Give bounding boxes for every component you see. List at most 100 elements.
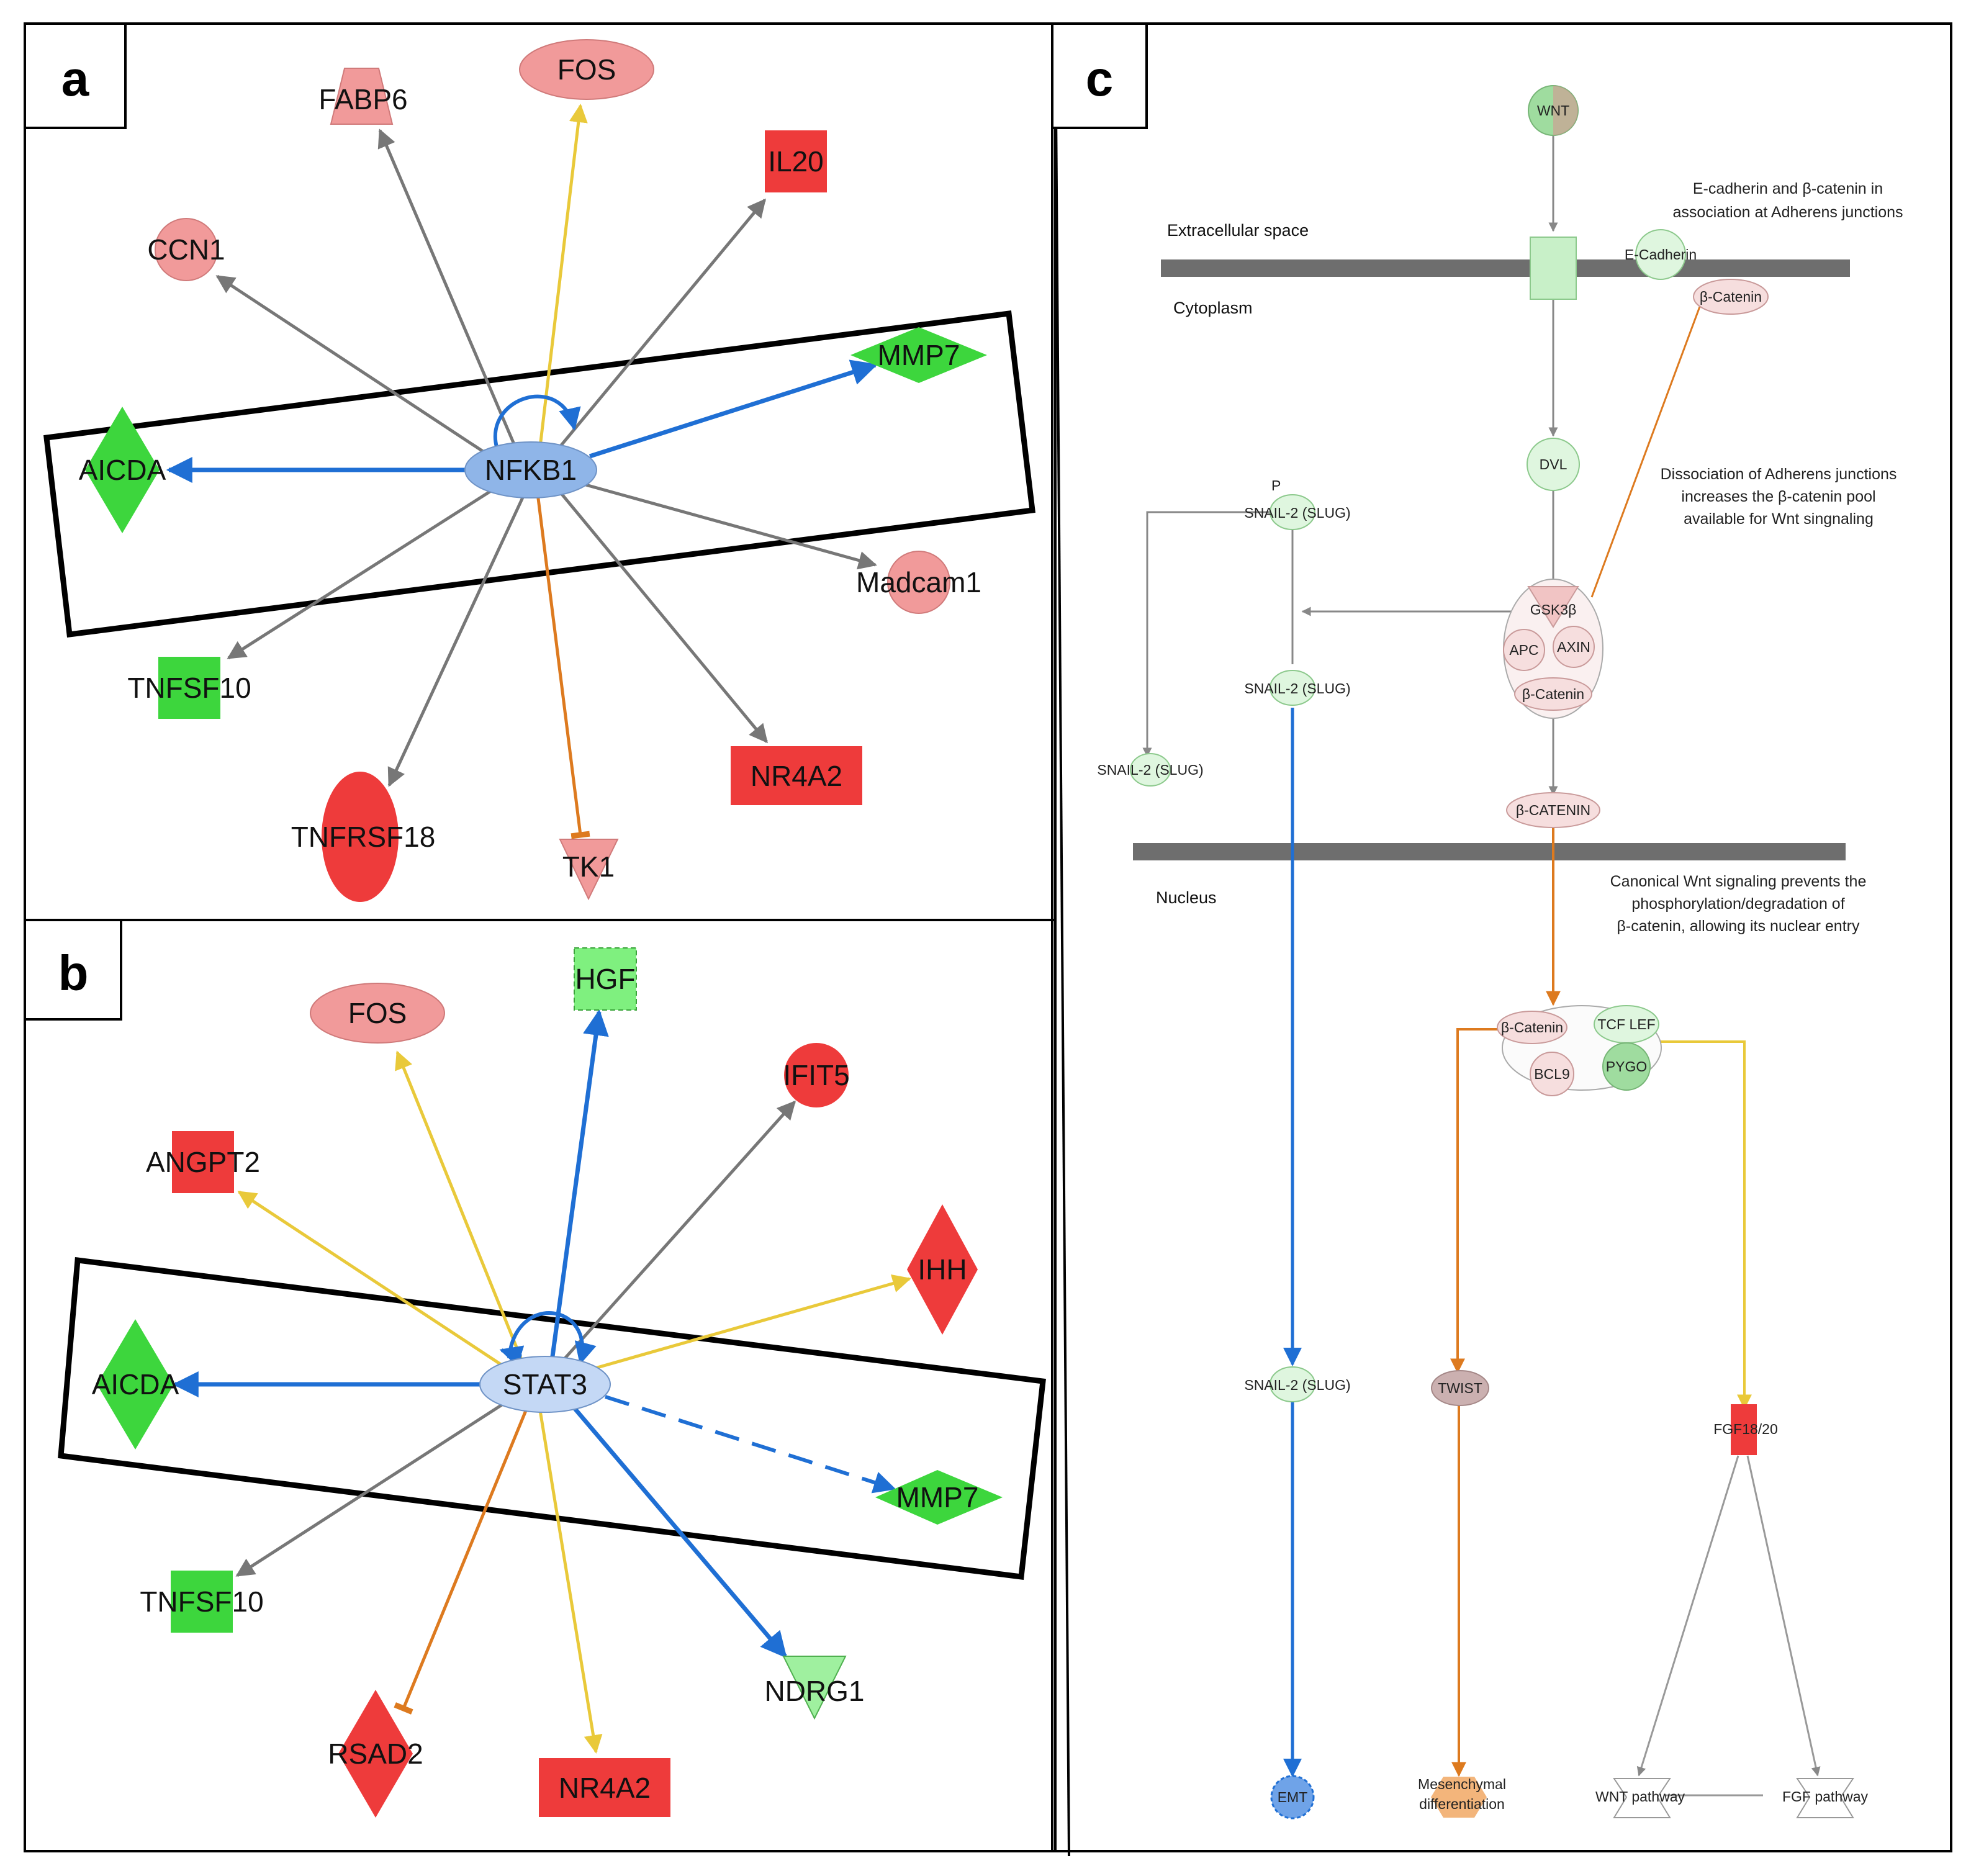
node-dvl: DVL — [1527, 438, 1580, 491]
svg-text:β-Catenin: β-Catenin — [1700, 289, 1762, 305]
svg-text:E-cadherin and β-catenin in: E-cadherin and β-catenin in — [1693, 180, 1883, 197]
svg-text:SNAIL-2 (SLUG): SNAIL-2 (SLUG) — [1244, 680, 1350, 697]
svg-text:CCN1: CCN1 — [147, 233, 225, 266]
gene-node-mmp7-b: MMP7 — [875, 1470, 1003, 1525]
node-wnt: WNT — [1528, 85, 1579, 136]
svg-text:Madcam1: Madcam1 — [856, 566, 981, 598]
edges-b — [172, 1009, 911, 1754]
svg-text:TCF LEF: TCF LEF — [1597, 1016, 1655, 1032]
gene-node-fos-a: FOS — [519, 39, 654, 100]
svg-text:E-Cadherin: E-Cadherin — [1625, 246, 1697, 263]
svg-text:FOS: FOS — [348, 997, 407, 1029]
gene-node-aicda-b: AICDA — [92, 1319, 179, 1450]
svg-text:NDRG1: NDRG1 — [764, 1675, 864, 1707]
svg-text:FABP6: FABP6 — [318, 83, 407, 115]
gene-node-ndrg1: NDRG1 — [764, 1656, 865, 1720]
gene-node-nr4a2-b: NR4A2 — [539, 1758, 670, 1817]
gene-node-fos-b: FOS — [310, 983, 445, 1044]
svg-text:SNAIL-2 (SLUG): SNAIL-2 (SLUG) — [1244, 1377, 1350, 1393]
gene-node-ifit5: IFIT5 — [783, 1043, 850, 1107]
node-b-catenin-free: β-CATENIN — [1506, 792, 1600, 828]
note-dissociation: Dissociation of Adherens junctions incre… — [1661, 466, 1897, 528]
gene-node-mmp7-a: MMP7 — [850, 327, 987, 383]
node-mesenchymal-differentiation: Mesenchymal differentiation — [1418, 1776, 1506, 1818]
svg-text:a: a — [61, 51, 89, 106]
svg-text:increases the β-catenin pool: increases the β-catenin pool — [1681, 488, 1875, 505]
svg-text:TNFSF10: TNFSF10 — [140, 1585, 263, 1618]
svg-text:FGF18/20: FGF18/20 — [1713, 1421, 1778, 1437]
node-snail-phospho: P SNAIL-2 (SLUG) — [1244, 477, 1351, 530]
svg-text:WNT: WNT — [1537, 102, 1569, 119]
svg-text:IL20: IL20 — [768, 145, 824, 178]
svg-text:TWIST: TWIST — [1438, 1380, 1482, 1396]
svg-text:differentiation: differentiation — [1419, 1796, 1505, 1812]
node-tcf-lef-complex: β-Catenin TCF LEF BCL9 PYGO — [1497, 1005, 1662, 1096]
svg-text:β-catenin, allowing its nuclea: β-catenin, allowing its nuclear entry — [1617, 918, 1860, 935]
node-emt: EMT — [1270, 1775, 1315, 1820]
panel-b: FOS HGF IFIT5 ANGPT2 IHH AICDA STAT3 MM — [58, 947, 1046, 1818]
region-cytoplasm: Cytoplasm — [1173, 299, 1253, 317]
gene-node-tk1: TK1 — [559, 839, 619, 901]
edges-c — [1142, 132, 1821, 1797]
plasma-membrane — [1161, 259, 1850, 277]
svg-text:TNFRSF18: TNFRSF18 — [291, 821, 436, 853]
svg-text:EMT: EMT — [1278, 1789, 1308, 1805]
gene-node-madcam1: Madcam1 — [856, 551, 981, 614]
region-nucleus: Nucleus — [1156, 888, 1217, 907]
panel-frames — [24, 22, 1952, 1857]
svg-text:β-CATENIN: β-CATENIN — [1516, 802, 1590, 818]
gene-node-fabp6: FABP6 — [318, 68, 408, 125]
svg-text:DVL: DVL — [1540, 456, 1567, 472]
node-snail-degraded: SNAIL-2 (SLUG) — [1097, 753, 1204, 787]
svg-text:APC: APC — [1509, 642, 1538, 658]
gene-node-angpt2: ANGPT2 — [146, 1131, 260, 1193]
hub-node-nfkb1: NFKB1 — [464, 441, 597, 498]
note-adherens: E-cadherin and β-catenin in association … — [1672, 180, 1903, 221]
panel-label-c: c — [1051, 22, 1148, 129]
highlight-box-b — [58, 1256, 1046, 1581]
svg-text:MMP7: MMP7 — [896, 1481, 979, 1513]
node-destruction-complex: GSK3β APC AXIN β-Catenin — [1503, 579, 1603, 719]
svg-text:NFKB1: NFKB1 — [485, 454, 577, 486]
node-snail-cytoplasm: SNAIL-2 (SLUG) — [1244, 670, 1351, 706]
gene-node-tnfrsf18: TNFRSF18 — [291, 772, 436, 902]
hub-node-stat3: STAT3 — [479, 1356, 611, 1413]
svg-text:STAT3: STAT3 — [503, 1368, 587, 1400]
node-snail-nucleus: SNAIL-2 (SLUG) — [1244, 1366, 1351, 1402]
svg-text:P: P — [1271, 477, 1281, 494]
svg-text:AXIN: AXIN — [1557, 639, 1590, 655]
gene-node-tnfsf10-b: TNFSF10 — [140, 1571, 264, 1633]
gene-node-il20: IL20 — [765, 130, 827, 192]
region-extracellular: Extracellular space — [1167, 221, 1309, 240]
svg-text:WNT pathway: WNT pathway — [1595, 1788, 1685, 1805]
svg-text:b: b — [58, 945, 89, 1001]
note-canonical: Canonical Wnt signaling prevents the pho… — [1610, 873, 1867, 935]
svg-text:association at Adherens juncti: association at Adherens junctions — [1672, 204, 1903, 221]
svg-text:GSK3β: GSK3β — [1530, 602, 1577, 618]
svg-text:HGF: HGF — [575, 963, 635, 995]
edges-a — [166, 104, 878, 839]
svg-text:phosphorylation/degradation of: phosphorylation/degradation of — [1631, 895, 1844, 913]
node-wnt-pathway: WNT pathway — [1595, 1778, 1685, 1818]
svg-text:NR4A2: NR4A2 — [751, 760, 842, 792]
svg-text:BCL9: BCL9 — [1534, 1066, 1570, 1082]
svg-text:Mesenchymal: Mesenchymal — [1418, 1776, 1506, 1792]
panel-a: FOS FABP6 IL20 CCN1 MMP7 AICDA NFKB1 Ma — [43, 39, 1035, 902]
node-e-cadherin: E-Cadherin — [1625, 229, 1697, 280]
node-fgf-pathway: FGF pathway — [1782, 1778, 1869, 1818]
svg-text:PYGO: PYGO — [1606, 1058, 1647, 1075]
svg-text:RSAD2: RSAD2 — [328, 1738, 423, 1770]
gene-node-ccn1: CCN1 — [147, 218, 225, 281]
svg-text:FOS: FOS — [557, 53, 616, 86]
gene-node-nr4a2-a: NR4A2 — [731, 746, 862, 805]
gene-node-tnfsf10-a: TNFSF10 — [127, 657, 251, 719]
nuclear-membrane — [1133, 843, 1846, 860]
svg-text:Dissociation of Adherens junct: Dissociation of Adherens junctions — [1661, 466, 1897, 483]
svg-text:AICDA: AICDA — [79, 454, 166, 486]
svg-text:available for Wnt singnaling: available for Wnt singnaling — [1684, 510, 1874, 528]
svg-text:TNFSF10: TNFSF10 — [127, 672, 251, 704]
svg-text:Canonical Wnt signaling preven: Canonical Wnt signaling prevents the — [1610, 873, 1867, 890]
panel-c: Extracellular space Cytoplasm Nucleus E- — [1097, 85, 1903, 1820]
svg-text:SNAIL-2 (SLUG): SNAIL-2 (SLUG) — [1097, 762, 1203, 778]
svg-text:IHH: IHH — [918, 1253, 967, 1286]
